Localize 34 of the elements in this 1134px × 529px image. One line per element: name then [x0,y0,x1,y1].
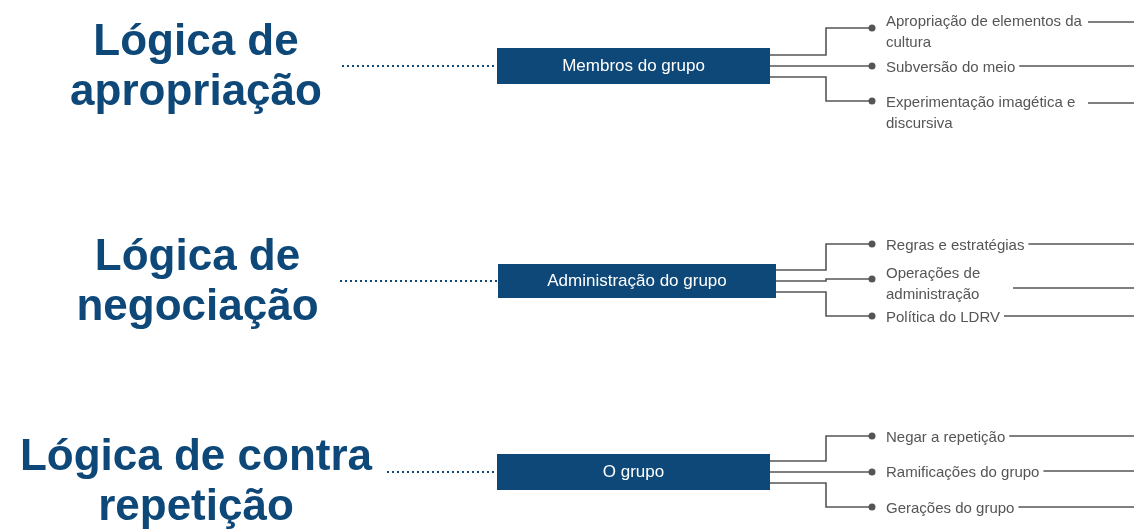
heading-text: Lógica de apropriação [50,15,342,115]
trailing-line [1017,506,1134,508]
branch-connector [769,24,876,56]
trailing-line [1042,470,1134,472]
branch-label: Subversão do meio [869,56,1016,77]
dotted-connector [339,280,499,282]
heading-text: Lógica de contra repetição [5,430,387,529]
branch-label: Política do LDRV [869,306,1000,327]
heading-text: Lógica de negociação [55,230,340,330]
branch-label: Gerações do grupo [869,497,1015,518]
branch-label: Negar a repetição [869,426,1006,447]
trailing-line [1027,243,1134,245]
category-box: Membros do grupo [497,48,770,84]
branch-connector [775,275,876,283]
trailing-line [1008,435,1134,437]
branch-connector [769,482,876,511]
branch-label: Ramificações do grupo [869,461,1040,482]
branch-label: Regras e estratégias [869,234,1025,255]
category-box: Administração do grupo [498,264,776,298]
trailing-line [1018,65,1134,67]
category-box: O grupo [497,454,770,490]
branch-connector [775,240,876,271]
trailing-line [1003,315,1134,317]
branch-connector [769,76,876,105]
branch-connector [769,62,876,70]
trailing-line [1087,102,1134,104]
trailing-line [1087,21,1134,23]
branch-label: Experimentação imagética e discursiva [869,91,1084,133]
branch-connector [775,291,876,320]
branch-label: Operações de administração [869,262,1009,304]
branch-label: Apropriação de elementos da cultura [869,10,1084,52]
branch-connector [769,432,876,462]
branch-connector [769,468,876,476]
trailing-line [1012,287,1134,289]
